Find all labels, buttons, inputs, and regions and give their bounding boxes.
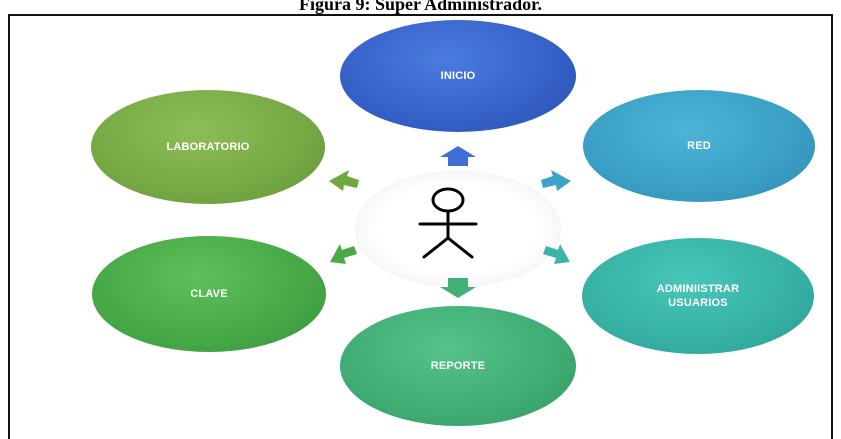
arrow-up-inicio-icon [440,146,476,166]
arrow-lower-right-admin-icon [543,244,570,264]
node-clave-label: CLAVE [190,288,228,300]
node-red: RED [583,90,815,202]
arrow-upper-left-laboratorio-icon [329,170,359,191]
stick-figure-actor-icon [418,187,478,259]
node-clave: CLAVE [92,236,326,352]
node-red-label: RED [687,140,711,152]
node-inicio: INICIO [340,20,576,132]
arrow-down-reporte-icon [440,278,476,298]
figure-caption: Figura 9: Súper Administrador. [298,0,543,14]
node-reporte-label: REPORTE [430,360,486,372]
node-laboratorio: LABORATORIO [91,90,325,204]
node-laboratorio-label: LABORATORIO [166,141,250,153]
node-administrar-label-line1: ADMINIISTRAR [656,283,740,295]
node-inicio-label: INICIO [440,70,476,82]
arrow-upper-right-red-icon [541,170,571,191]
node-administrar-usuarios-label: ADMINIISTRAR USUARIOS [657,282,739,310]
arrow-lower-left-clave-icon [330,244,357,264]
node-reporte: REPORTE [340,306,576,426]
node-administrar-label-line2: USUARIOS [668,297,728,309]
node-administrar-usuarios: ADMINIISTRAR USUARIOS [582,238,814,354]
diagram-frame [8,14,833,439]
